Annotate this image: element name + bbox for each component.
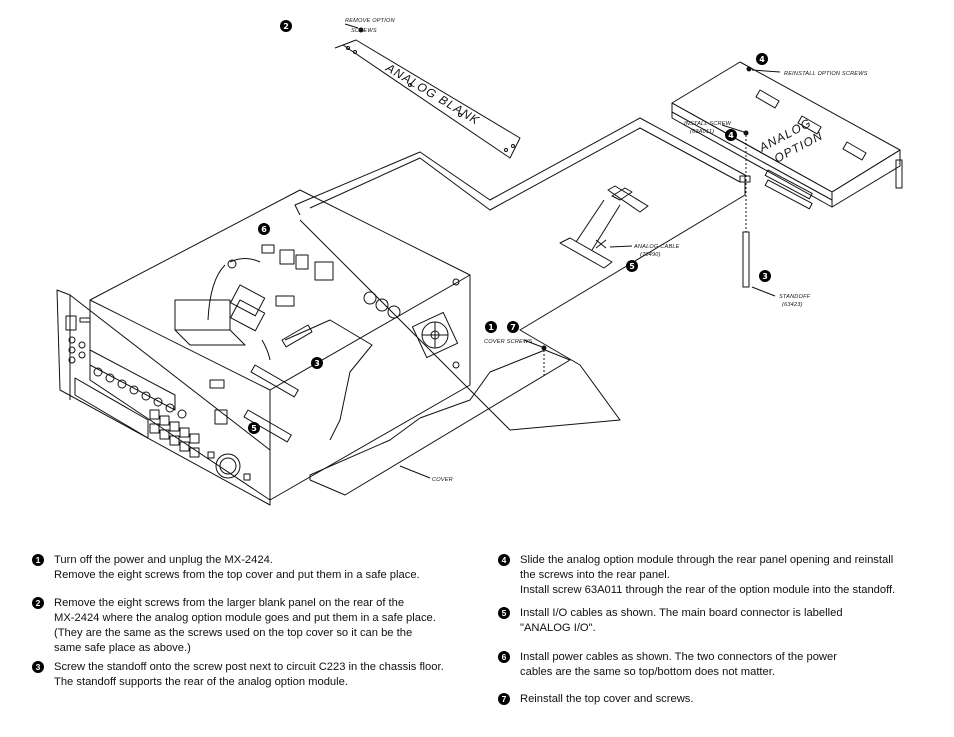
step-number: 1 [32, 554, 44, 566]
badge-reinstall-screws: 4 [756, 53, 768, 65]
step-text: Screw the standoff onto the screw post n… [54, 661, 444, 673]
step-text: Remove the eight screws from the larger … [54, 597, 405, 609]
analog-cable [559, 185, 649, 269]
svg-text:4: 4 [759, 55, 765, 64]
fan-icon [411, 311, 459, 359]
step-text: cables are the same so top/bottom does n… [520, 666, 775, 678]
main-board [174, 244, 401, 443]
step-text: Remove the eight screws from the top cov… [54, 569, 420, 581]
mx2424-chassis [56, 189, 471, 506]
badge-standoff: 3 [759, 270, 771, 282]
step-text: Install screw 63A011 through the rear of… [520, 584, 896, 596]
analog-cable-part-label: (70490) [640, 252, 661, 258]
step-text: Turn off the power and unplug the MX-242… [54, 554, 273, 566]
step-text: same safe place as above.) [54, 642, 191, 654]
svg-text:7: 7 [510, 323, 516, 332]
reinstall-option-screws-label: REINSTALL OPTION SCREWS [784, 71, 868, 77]
analog-option-module [671, 61, 903, 210]
jog-wheel [215, 453, 241, 479]
badge-cover-screws-1: 1 [485, 321, 497, 333]
step-number: 4 [498, 554, 510, 566]
front-keypad [149, 409, 200, 458]
remove-option-screws-label-2: SCREWS [351, 28, 377, 34]
top-cover [309, 349, 571, 496]
cable-path [294, 117, 746, 431]
badge-power-cable: 6 [258, 223, 270, 235]
step-number: 3 [32, 661, 44, 673]
step-text: "ANALOG I/O". [520, 622, 596, 634]
step-number: 5 [498, 607, 510, 619]
standoff-part-label: (63423) [782, 302, 803, 308]
step-text: Install I/O cables as shown. The main bo… [520, 607, 843, 619]
svg-text:4: 4 [728, 131, 734, 140]
remove-option-screws-label: REMOVE OPTION [345, 18, 396, 24]
step-text: Slide the analog option module through t… [520, 554, 894, 566]
standoff-label: STANDOFF [779, 294, 811, 300]
svg-text:5: 5 [629, 262, 635, 271]
svg-text:3: 3 [762, 272, 768, 281]
badge-standoff-chassis: 3 [311, 357, 323, 369]
screw-icon [358, 27, 364, 33]
badge-install-screw: 4 [725, 129, 737, 141]
svg-text:6: 6 [261, 225, 267, 234]
step-number: 2 [32, 597, 44, 609]
step-text: Install power cables as shown. The two c… [520, 651, 837, 663]
step-number: 7 [498, 693, 510, 705]
install-screw-label: INSTALL SCREW [684, 121, 732, 127]
analog-cable-label: ANALOG CABLE [633, 244, 680, 250]
step-text: the screws into the rear panel. [520, 569, 670, 581]
badge-cover-screws-7: 7 [507, 321, 519, 333]
install-screw-part-label: (63A011) [690, 129, 714, 135]
cover-label: COVER [432, 477, 453, 483]
badge-remove-screws: 2 [280, 20, 292, 32]
badge-io-cable-chassis: 5 [248, 422, 260, 434]
analog-blank-panel [334, 39, 521, 159]
svg-text:5: 5 [251, 424, 257, 433]
step-number: 6 [498, 651, 510, 663]
svg-text:3: 3 [314, 359, 320, 368]
step-text: (They are the same as the screws used on… [54, 627, 413, 639]
svg-text:2: 2 [283, 22, 289, 31]
standoff [742, 135, 776, 297]
analog-blank-label: ANALOG BLANK [383, 60, 483, 128]
step-text: The standoff supports the rear of the an… [54, 676, 348, 688]
badge-analog-cable: 5 [626, 260, 638, 272]
step-text: MX-2424 where the analog option module g… [54, 612, 436, 624]
front-display [65, 315, 77, 331]
svg-text:1: 1 [488, 323, 494, 332]
cover-screws-label: COVER SCREWS [484, 339, 532, 345]
installation-diagram: ANALOG BLANK ANALOG OPTION [56, 18, 903, 506]
step-text: Reinstall the top cover and screws. [520, 693, 694, 705]
